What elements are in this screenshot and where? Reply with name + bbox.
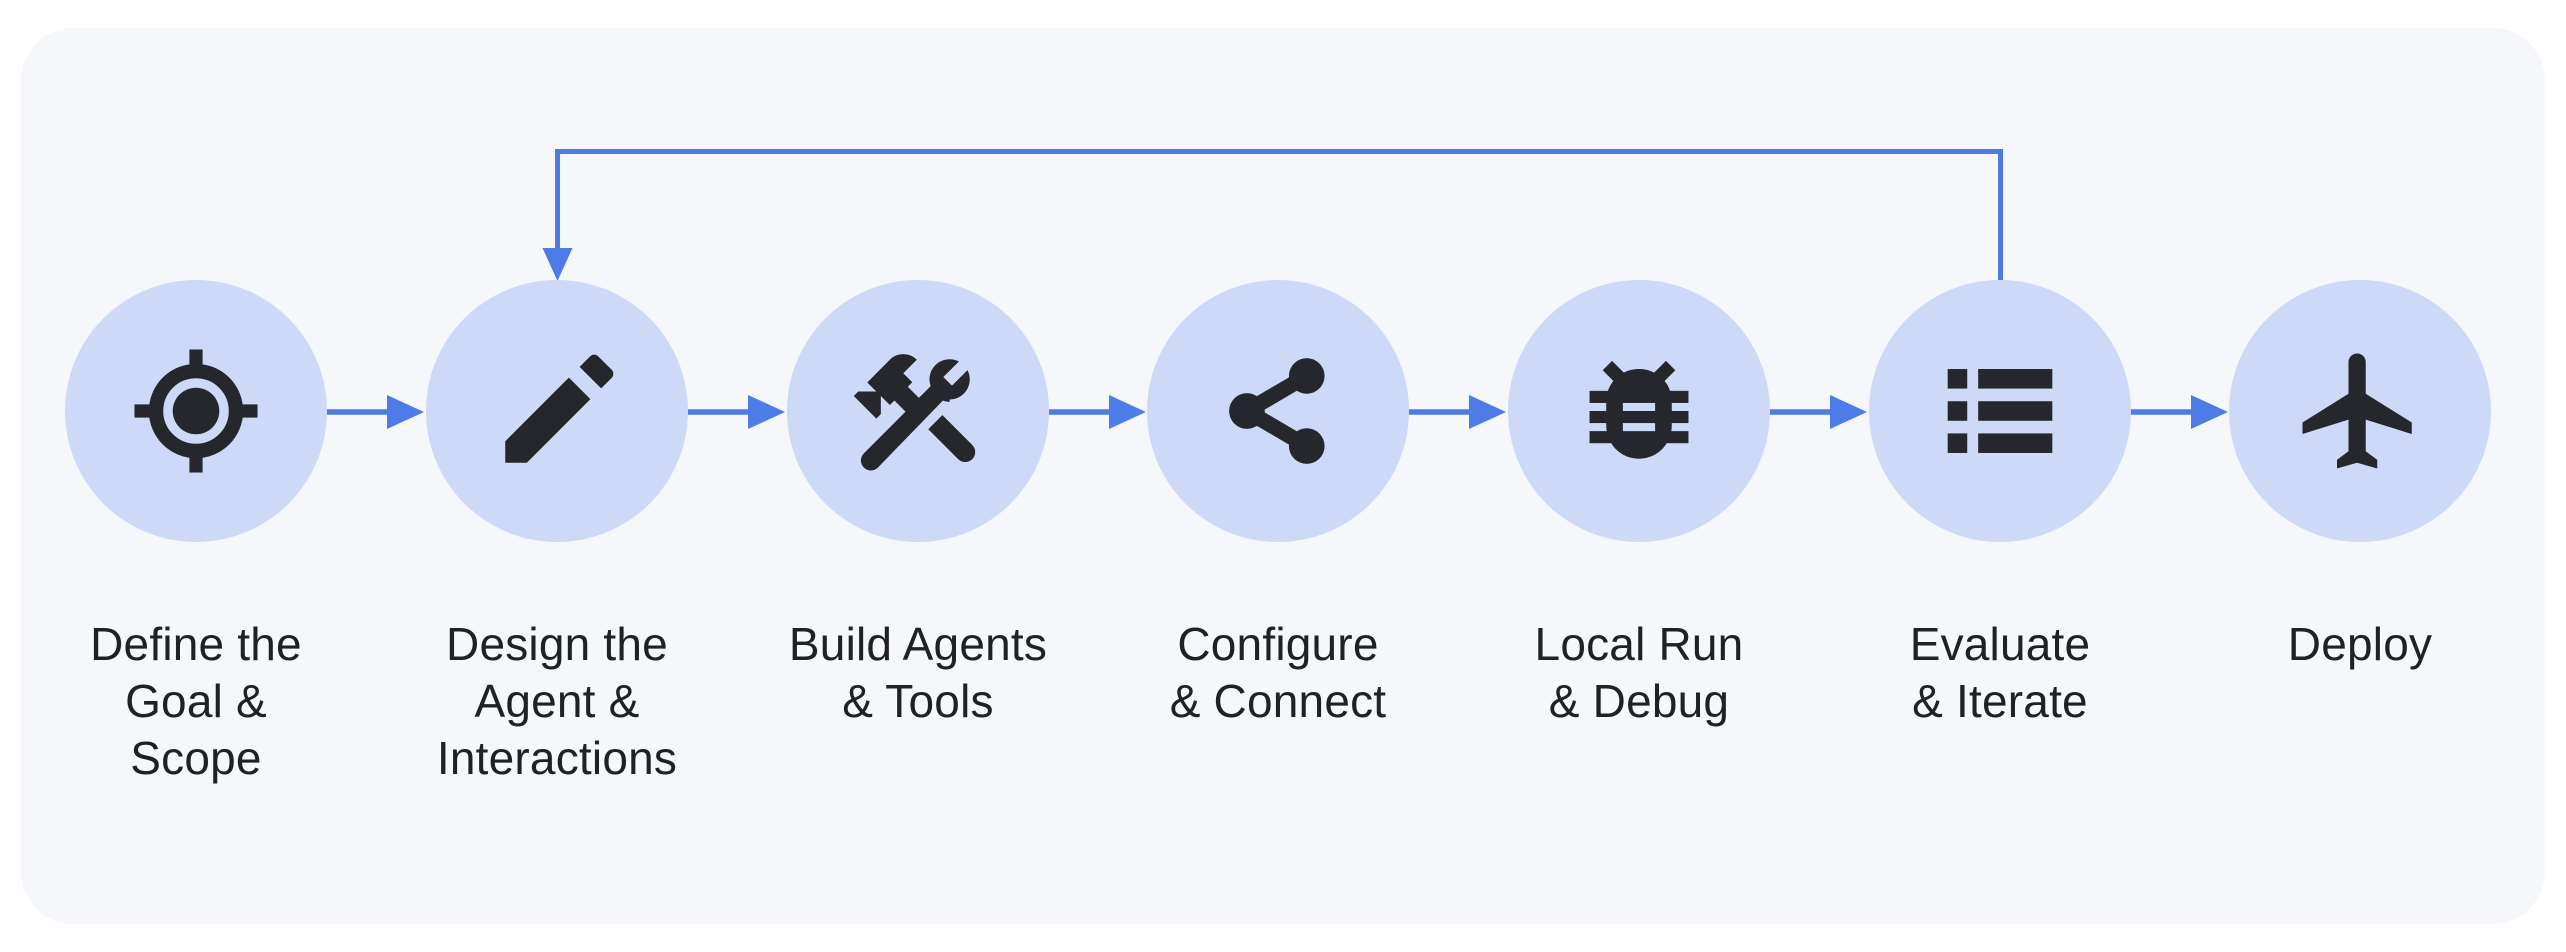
step-label: Build Agents & Tools (788, 618, 1048, 727)
step-circle (787, 280, 1049, 542)
arrow-right-5-6 (1770, 395, 1867, 429)
step-circle (1869, 280, 2131, 542)
step-build-agents-tools: Build Agents & Tools (748, 280, 1088, 730)
arrow-right-2-3 (688, 395, 785, 429)
pencil-icon (505, 354, 614, 463)
list-icon (1947, 369, 2053, 453)
step-label: Configure & Connect (1169, 618, 1387, 727)
step-circle (426, 280, 688, 542)
arrow-right-4-5 (1409, 395, 1506, 429)
step-label: Local Run & Debug (1534, 618, 1744, 727)
arrow-right-1-2 (327, 395, 424, 429)
step-deploy: Deploy (2190, 280, 2530, 673)
step-circle (65, 280, 327, 542)
airplane-icon (2302, 353, 2412, 469)
step-label: Define the Goal & Scope (90, 618, 302, 784)
hammer-wrench-icon (853, 354, 976, 471)
target-icon (134, 349, 258, 473)
bug-icon (1589, 360, 1689, 459)
step-define-goal-scope: Define the Goal & Scope (26, 280, 366, 787)
step-label: Deploy (2287, 618, 2433, 670)
step-local-run-debug: Local Run & Debug (1469, 280, 1809, 730)
step-configure-connect: Configure & Connect (1108, 280, 1448, 730)
arrow-right-3-4 (1049, 395, 1146, 429)
step-design-agent-interactions: Design the Agent & Interactions (387, 280, 727, 787)
step-circle (1508, 280, 1770, 542)
step-circle (2229, 280, 2491, 542)
step-evaluate-iterate: Evaluate & Iterate (1830, 280, 2170, 730)
step-circle (1147, 280, 1409, 542)
step-label: Design the Agent & Interactions (436, 618, 678, 784)
arrow-right-6-7 (2131, 395, 2228, 429)
step-label: Evaluate & Iterate (1909, 618, 2091, 727)
share-icon (1229, 358, 1325, 464)
